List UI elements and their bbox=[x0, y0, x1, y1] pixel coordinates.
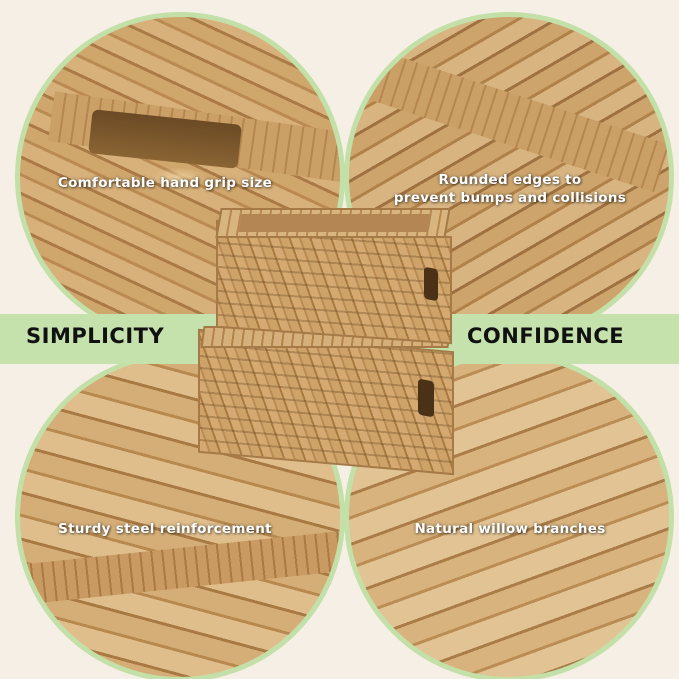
willow-branches-closeup bbox=[344, 352, 674, 679]
bottom-basket-handle bbox=[418, 378, 434, 418]
rounded-edges-caption-line2: prevent bumps and collisions bbox=[393, 190, 627, 206]
confidence-label: CONFIDENCE bbox=[467, 324, 625, 348]
reinforced-rim-detail bbox=[20, 527, 340, 607]
top-basket-handle bbox=[424, 266, 438, 302]
hand-grip-closeup bbox=[15, 12, 345, 342]
top-basket bbox=[216, 219, 452, 345]
bottom-basket bbox=[198, 328, 454, 476]
willow-branches-caption: Natural willow branches bbox=[414, 521, 606, 537]
steel-reinforcement-caption: Sturdy steel reinforcement bbox=[58, 521, 272, 537]
hand-grip-caption: Comfortable hand grip size bbox=[57, 175, 273, 191]
rounded-edges-caption-line1: Rounded edges to bbox=[438, 172, 582, 188]
steel-reinforcement-closeup bbox=[15, 352, 345, 679]
simplicity-label: SIMPLICITY bbox=[26, 324, 165, 348]
rounded-edges-caption: Rounded edges to prevent bumps and colli… bbox=[360, 171, 660, 207]
top-basket-interior bbox=[238, 214, 432, 232]
